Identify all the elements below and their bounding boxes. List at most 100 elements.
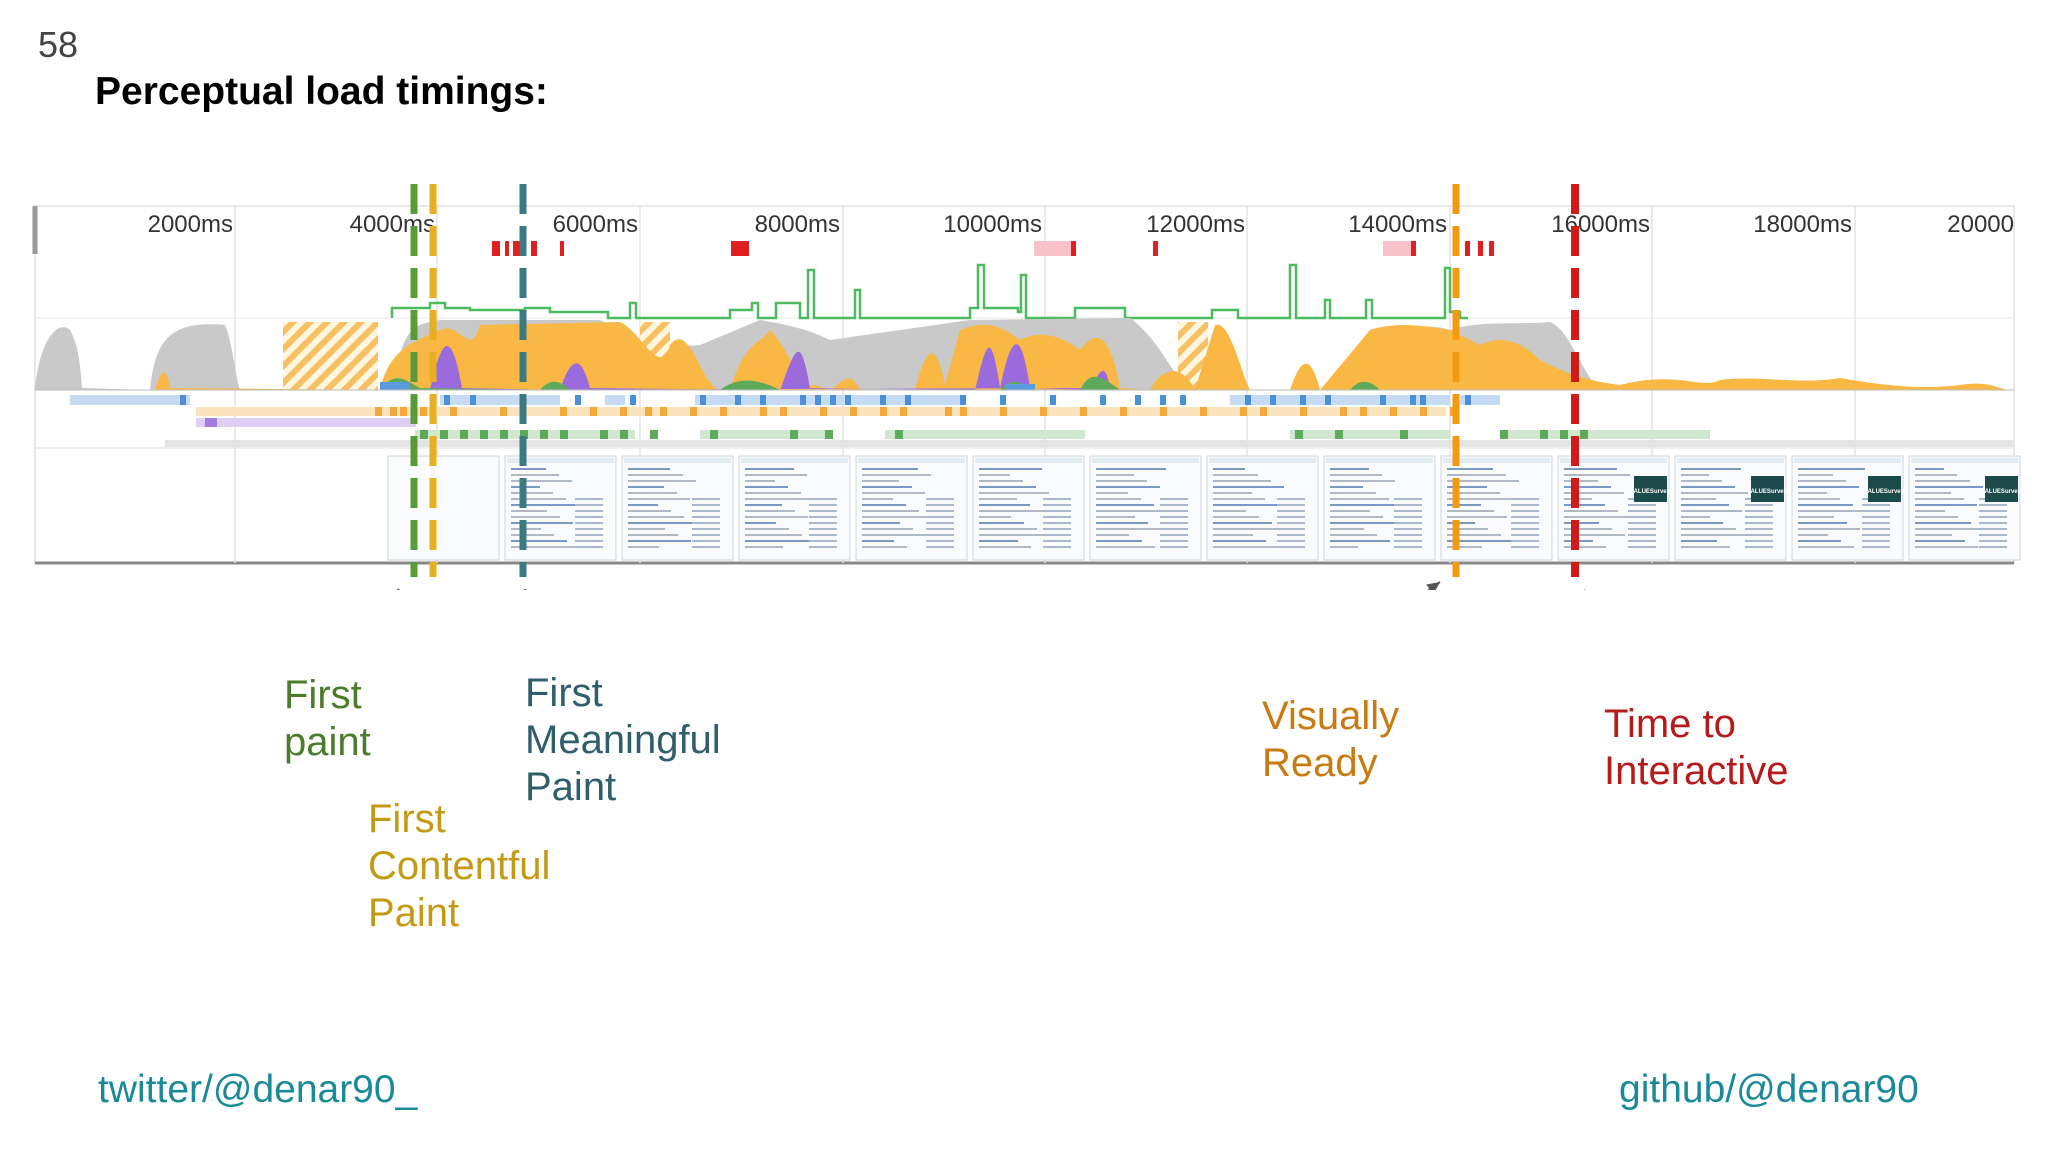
filmstrip-thumbnail: VALUESurvey xyxy=(1674,455,1788,561)
net-bar xyxy=(1200,407,1207,416)
net-bar xyxy=(540,430,548,439)
net-bar xyxy=(450,407,457,416)
net-bar xyxy=(825,430,833,439)
net-bar xyxy=(760,395,766,405)
github-handle[interactable]: github/@denar90 xyxy=(1619,1068,1919,1111)
cpu-loading-area xyxy=(1005,384,1035,390)
net-bar xyxy=(945,407,952,416)
net-bar xyxy=(895,430,903,439)
tick-label: 14000ms xyxy=(1348,211,1447,238)
label-first-meaningful-paint: First Meaningful Paint xyxy=(525,671,721,809)
net-bar xyxy=(1410,395,1416,405)
frame-marker xyxy=(531,241,537,256)
net-bar xyxy=(1080,407,1087,416)
arrow-first-paint xyxy=(396,588,400,590)
frame-marker xyxy=(1489,241,1494,256)
net-bar xyxy=(630,395,636,405)
arrow-visually-ready xyxy=(1427,581,1441,590)
net-bar xyxy=(70,395,190,405)
thumbnail-brand-badge xyxy=(1985,476,2018,502)
tick-label: 6000ms xyxy=(553,211,638,238)
net-bar xyxy=(1160,395,1166,405)
frame-marker xyxy=(560,241,564,256)
net-bar xyxy=(1390,407,1397,416)
net-bar xyxy=(690,407,697,416)
thumbnail-brand-text: VALUESurvey xyxy=(1864,489,1905,495)
net-bar xyxy=(1420,395,1426,405)
net-bar xyxy=(1420,407,1427,416)
thumbnail-brand-badge xyxy=(1868,476,1901,502)
net-bar xyxy=(1160,407,1167,416)
net-bar xyxy=(770,430,830,439)
net-bar xyxy=(1050,395,1056,405)
net-bar xyxy=(520,430,528,439)
net-bar xyxy=(830,395,836,405)
net-bar xyxy=(1245,395,1251,405)
filmstrip-thumbnail xyxy=(738,455,851,561)
net-bar xyxy=(1000,407,1007,416)
net-bar xyxy=(500,407,507,416)
frame-marker xyxy=(1153,241,1158,256)
label-time-to-interactive: Time to Interactive xyxy=(1604,702,1789,793)
net-bar xyxy=(605,395,625,405)
frame-marker xyxy=(1071,241,1076,256)
net-bar xyxy=(620,407,627,416)
net-bar xyxy=(780,407,787,416)
net-bar xyxy=(1300,395,1306,405)
net-bar xyxy=(420,407,427,416)
net-bar xyxy=(880,407,887,416)
net-bar xyxy=(620,430,628,439)
tick-label: 4000ms xyxy=(350,211,435,238)
twitter-handle[interactable]: twitter/@denar90_ xyxy=(98,1068,418,1111)
arrow-visually-ready-head xyxy=(1426,582,1440,590)
net-bar xyxy=(575,395,581,405)
net-bar xyxy=(790,430,798,439)
frame-marker xyxy=(731,241,749,256)
arrow-first-meaningful-paint-head xyxy=(524,589,527,590)
filmstrip-thumbnail xyxy=(1206,455,1319,561)
net-bar xyxy=(1270,395,1276,405)
filmstrip-thumbnail xyxy=(387,455,500,561)
thumbnail-brand-badge xyxy=(1634,476,1667,502)
net-bar xyxy=(1000,395,1006,405)
tick-label: 2000ms xyxy=(148,211,233,238)
filmstrip-thumbnail xyxy=(1089,455,1202,561)
net-bar xyxy=(440,430,448,439)
frame-marker xyxy=(1478,241,1483,256)
net-bar xyxy=(1340,407,1347,416)
cpu-hatched-block xyxy=(283,322,378,390)
net-bar xyxy=(1180,395,1186,405)
net-bar xyxy=(1325,395,1331,405)
label-first-paint: First paint xyxy=(284,673,371,764)
net-bar xyxy=(1260,407,1267,416)
net-bar xyxy=(885,430,1085,439)
net-bar xyxy=(560,430,568,439)
net-bar xyxy=(480,430,488,439)
net-bar xyxy=(645,407,652,416)
net-bar xyxy=(460,430,468,439)
net-bar xyxy=(695,395,960,405)
net-bar xyxy=(850,407,857,416)
arrow-first-meaningful-paint xyxy=(524,588,527,590)
frame-marker xyxy=(492,241,500,256)
net-bar xyxy=(660,407,667,416)
label-visually-ready: Visually Ready xyxy=(1262,694,1400,785)
net-bar xyxy=(960,407,967,416)
net-bar xyxy=(700,430,820,439)
net-bar xyxy=(1335,430,1343,439)
fps-line xyxy=(390,263,1468,320)
net-bar xyxy=(900,407,907,416)
tick-label: 20000 xyxy=(1947,211,2014,238)
frame-marker xyxy=(1034,241,1072,256)
net-bar xyxy=(650,430,658,439)
net-bar xyxy=(710,430,718,439)
filmstrip-thumbnail: VALUESurvey xyxy=(1908,455,2022,561)
tick-label: 12000ms xyxy=(1146,211,1245,238)
filmstrip-thumbnail xyxy=(972,455,1085,561)
net-bar xyxy=(390,407,397,416)
net-bar xyxy=(1295,430,1303,439)
tick-label: 16000ms xyxy=(1551,211,1650,238)
frame-marker xyxy=(513,241,521,256)
net-bar xyxy=(1380,395,1386,405)
net-bar xyxy=(1400,430,1408,439)
